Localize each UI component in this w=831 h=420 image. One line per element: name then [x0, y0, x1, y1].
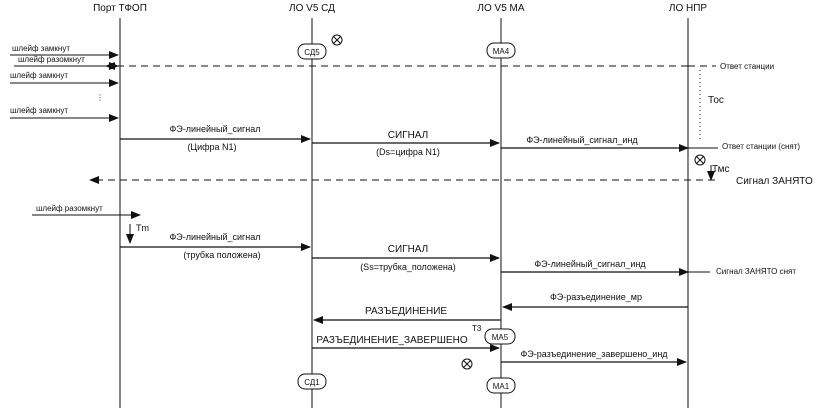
svg-text:СД5: СД5	[304, 48, 320, 57]
state-ma5: МА5	[484, 328, 516, 345]
event-loop-closed: шлейф замкнут	[10, 106, 68, 115]
msg-fe-line-signal-2: ФЭ-линейный_сигнал	[169, 232, 260, 242]
event-loop-closed: шлейф замкнут	[10, 71, 68, 80]
svg-text:МА5: МА5	[492, 333, 509, 342]
msg-signal-1: СИГНАЛ	[388, 130, 429, 141]
timer-toc: Тос	[708, 95, 724, 106]
msg-signal-2: СИГНАЛ	[388, 244, 429, 255]
state-ma1: МА1	[486, 377, 516, 394]
msg-disconnect: РАЗЪЕДИНЕНИЕ	[365, 306, 447, 317]
svg-text:МА4: МА4	[493, 47, 510, 56]
msg-ds-digit: (Ds=цифра N1)	[376, 147, 440, 157]
timer-tm: Тm	[136, 223, 149, 233]
timer-stop-icon	[331, 34, 343, 46]
right-event-station-answer: Ответ станции	[720, 62, 774, 71]
msg-fe-line-signal-1: ФЭ-линейный_сигнал	[169, 124, 260, 134]
msg-fe-line-signal-ind-2: ФЭ-линейный_сигнал_инд	[534, 259, 646, 269]
right-event-busy-removed: Сигнал ЗАНЯТО снят	[716, 267, 796, 276]
timer-stop-icon	[461, 358, 473, 370]
msg-digit-n1: (Цифра N1)	[187, 142, 236, 152]
header-lo-npr: ЛО НПР	[669, 3, 708, 14]
msg-handset-down: (трубка положена)	[183, 250, 260, 260]
state-sd5: СД5	[297, 43, 327, 60]
msg-fe-line-signal-ind-1: ФЭ-линейный_сигнал_инд	[526, 135, 638, 145]
state-sd1: СД1	[297, 373, 327, 390]
header-lo-sd: ЛО V5 СД	[289, 3, 335, 14]
msg-fe-disconnect-req: ФЭ-разъединение_мр	[550, 292, 642, 302]
state-ma4: МА4	[486, 42, 516, 59]
event-dots: ⋮	[96, 93, 104, 102]
msg-ss-handset: (Ss=трубка_положена)	[360, 262, 456, 272]
timer-t3: Т3	[472, 324, 482, 333]
event-loop-open: шлейф разомкнут	[18, 55, 85, 64]
msg-disconnect-complete: РАЗЪЕДИНЕНИЕ_ЗАВЕРШЕНО	[316, 335, 467, 346]
msg-fe-disconnect-complete-ind: ФЭ-разъединение_завершено_инд	[520, 349, 668, 359]
right-event-station-answer-removed: Ответ станции (снят)	[722, 142, 800, 151]
right-event-busy-signal: Сигнал ЗАНЯТО	[736, 176, 813, 187]
svg-text:МА1: МА1	[493, 382, 510, 391]
event-loop-closed: шлейф замкнут	[12, 44, 70, 53]
timer-tmc: Тмс	[712, 164, 730, 175]
svg-text:СД1: СД1	[304, 378, 320, 387]
event-loop-open: шлейф разомкнут	[36, 204, 103, 213]
header-port: Порт ТФОП	[93, 3, 147, 14]
header-lo-ma: ЛО V5 МА	[477, 3, 524, 14]
timer-stop-icon	[694, 154, 706, 166]
